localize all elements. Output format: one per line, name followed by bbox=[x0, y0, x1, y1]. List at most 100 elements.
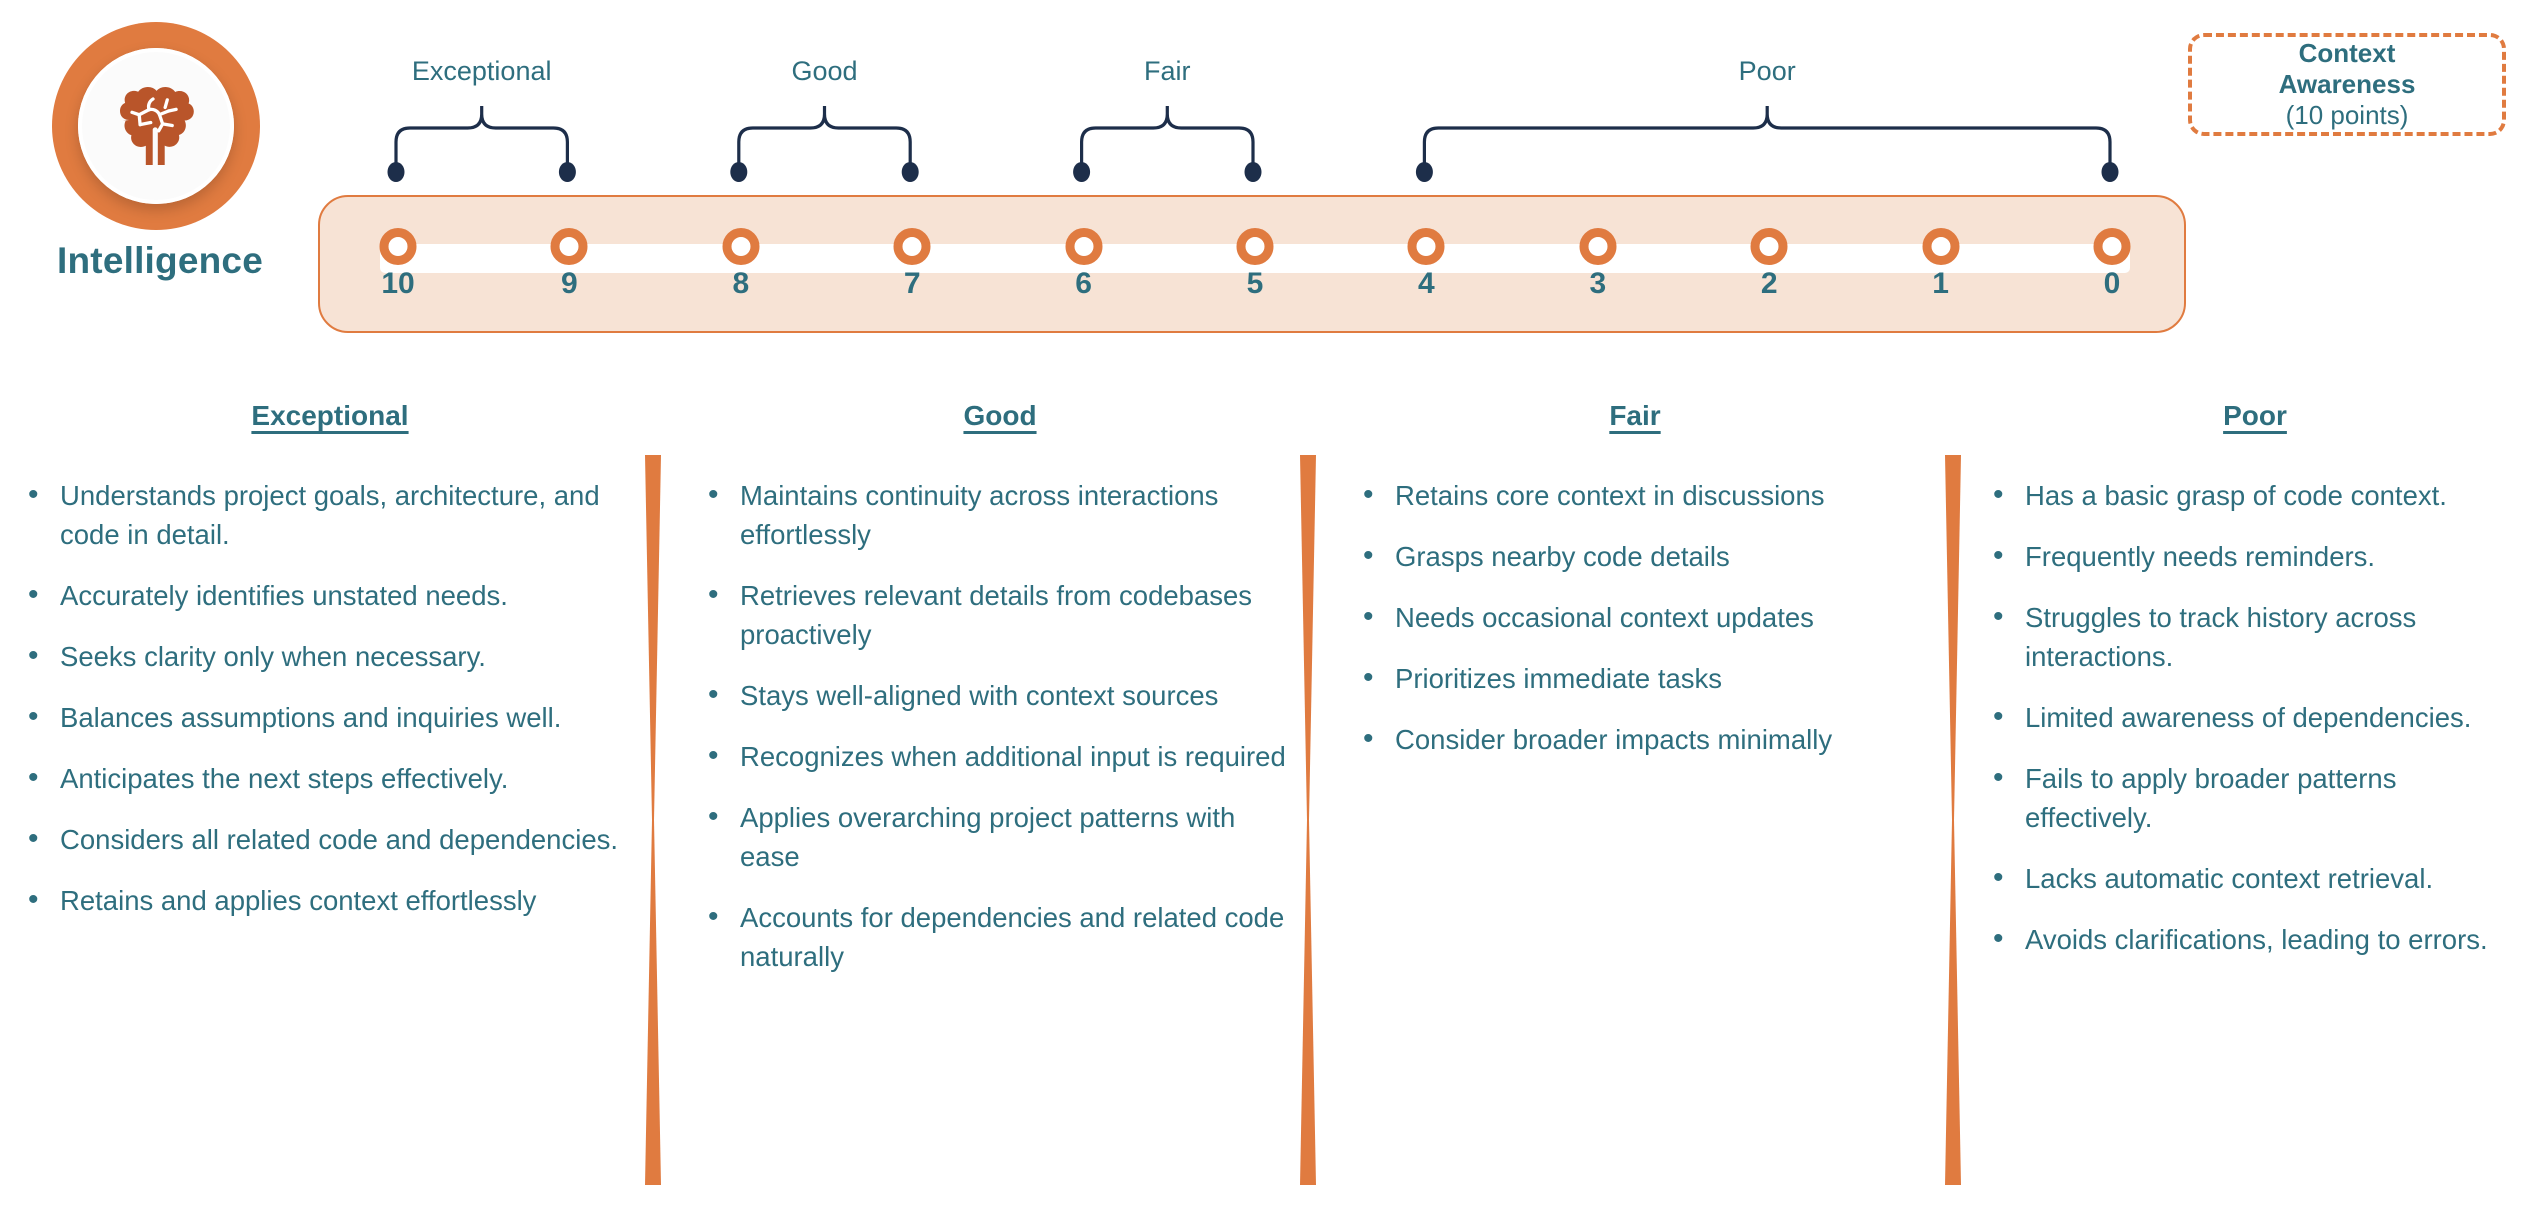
criteria-item: Retrieves relevant details from codebase… bbox=[700, 575, 1300, 654]
bracket-curve bbox=[1422, 113, 2112, 172]
criteria-item: Considers all related code and dependenc… bbox=[20, 819, 640, 859]
criteria-item: Retains core context in discussions bbox=[1355, 475, 1915, 515]
tick-label: 9 bbox=[561, 267, 578, 300]
column-fair: FairRetains core context in discussionsG… bbox=[1355, 400, 1915, 781]
brain-icon bbox=[108, 78, 204, 174]
badge-title-line2: Awareness bbox=[2278, 69, 2416, 100]
tick-circle-icon bbox=[550, 228, 588, 265]
bracket-endpoint-dot bbox=[558, 162, 576, 182]
criteria-item: Frequently needs reminders. bbox=[1985, 536, 2525, 576]
tick-label: 7 bbox=[903, 267, 921, 300]
tick-circle-icon bbox=[1579, 228, 1617, 265]
criteria-item: Balances assumptions and inquiries well. bbox=[20, 697, 640, 737]
criteria-list: Understands project goals, architecture,… bbox=[20, 475, 640, 920]
scale-tick-10[interactable]: 10 bbox=[379, 228, 417, 300]
column-exceptional: ExceptionalUnderstands project goals, ar… bbox=[20, 400, 640, 942]
badge-title-line1: Context bbox=[2298, 38, 2396, 69]
bracket-label-poor: Poor bbox=[1738, 56, 1796, 86]
scale-tick-0[interactable]: 0 bbox=[2093, 228, 2131, 300]
tick-label: 2 bbox=[1760, 267, 1778, 300]
column-poor: PoorHas a basic grasp of code context. Fr… bbox=[1985, 400, 2525, 981]
column-heading: Fair bbox=[1609, 400, 1661, 431]
scale-tick-5[interactable]: 5 bbox=[1236, 228, 1274, 300]
tick-circle-icon bbox=[2093, 228, 2131, 265]
tick-label: 1 bbox=[1932, 267, 1949, 300]
criteria-item: Anticipates the next steps effectively. bbox=[20, 758, 640, 798]
icon-ring bbox=[52, 22, 260, 230]
criteria-list: Has a basic grasp of code context. Freque… bbox=[1985, 475, 2525, 959]
tick-circle-icon bbox=[722, 228, 760, 265]
tick-label: 10 bbox=[381, 267, 415, 300]
bracket-endpoint-dot bbox=[901, 162, 919, 182]
criteria-item: Retains and applies context effortlessly bbox=[20, 880, 640, 920]
criteria-item: Accounts for dependencies and related co… bbox=[700, 897, 1300, 976]
column-divider bbox=[645, 455, 661, 1185]
bracket-label-good: Good bbox=[791, 56, 858, 86]
column-heading: Good bbox=[963, 400, 1037, 431]
criteria-item: Limited awareness of dependencies. bbox=[1985, 697, 2525, 737]
column-heading: Poor bbox=[2223, 400, 2287, 431]
tick-circle-icon bbox=[1236, 228, 1274, 265]
tick-circle-icon bbox=[1065, 228, 1103, 265]
criteria-item: Lacks automatic context retrieval. bbox=[1985, 858, 2525, 898]
tick-label: 6 bbox=[1075, 267, 1092, 300]
badge-points: (10 points) bbox=[2285, 99, 2409, 130]
identity-block: Intelligence bbox=[30, 22, 290, 332]
page-title: Intelligence bbox=[57, 240, 263, 281]
criteria-list: Maintains continuity across interactions… bbox=[700, 475, 1300, 976]
bracket-curve bbox=[737, 113, 912, 172]
tick-label: 5 bbox=[1246, 267, 1264, 300]
bracket-curve bbox=[394, 113, 569, 172]
criteria-item: Stays well-aligned with context sources bbox=[700, 675, 1300, 715]
column-divider bbox=[1945, 455, 1961, 1185]
criteria-item: Maintains continuity across interactions… bbox=[700, 475, 1300, 554]
criteria-item: Applies overarching project patterns wit… bbox=[700, 797, 1300, 876]
criteria-item: Fails to apply broader patterns effectiv… bbox=[1985, 758, 2525, 837]
criteria-item: Struggles to track history across intera… bbox=[1985, 597, 2525, 676]
column-heading: Exceptional bbox=[251, 400, 409, 431]
scale-tick-3[interactable]: 3 bbox=[1579, 228, 1617, 300]
tick-circle-icon bbox=[1750, 228, 1788, 265]
bracket-label-exceptional: Exceptional bbox=[411, 56, 552, 86]
criteria-item: Accurately identifies unstated needs. bbox=[20, 575, 640, 615]
scale-tick-8[interactable]: 8 bbox=[722, 228, 760, 300]
scale-tick-7[interactable]: 7 bbox=[893, 228, 931, 300]
scale-tick-1[interactable]: 1 bbox=[1922, 228, 1960, 300]
criteria-item: Seeks clarity only when necessary. bbox=[20, 636, 640, 676]
scale-tick-4[interactable]: 4 bbox=[1407, 228, 1445, 300]
icon-disc bbox=[78, 48, 234, 204]
bracket-curve bbox=[1080, 113, 1255, 172]
rubric-columns: ExceptionalUnderstands project goals, ar… bbox=[0, 400, 2534, 1220]
criteria-item: Has a basic grasp of code context. bbox=[1985, 475, 2525, 515]
tick-circle-icon bbox=[379, 228, 417, 265]
bracket-endpoint-dot bbox=[387, 162, 405, 182]
column-good: GoodMaintains continuity across interact… bbox=[700, 400, 1300, 998]
bracket-endpoint-dot bbox=[730, 162, 748, 182]
tick-label: 8 bbox=[732, 267, 750, 300]
column-divider bbox=[1300, 455, 1316, 1185]
tick-label: 0 bbox=[2103, 267, 2121, 300]
scale-tick-9[interactable]: 9 bbox=[550, 228, 588, 300]
bracket-label-fair: Fair bbox=[1144, 56, 1191, 86]
scale-tick-6[interactable]: 6 bbox=[1065, 228, 1103, 300]
tick-circle-icon bbox=[893, 228, 931, 265]
criteria-item: Needs occasional context updates bbox=[1355, 597, 1915, 637]
criteria-item: Prioritizes immediate tasks bbox=[1355, 658, 1915, 698]
group-brackets bbox=[387, 106, 2119, 182]
bracket-endpoint-dot bbox=[2101, 162, 2119, 182]
tick-label: 4 bbox=[1418, 267, 1435, 300]
scale-tick-2[interactable]: 2 bbox=[1750, 228, 1788, 300]
tick-circle-icon bbox=[1407, 228, 1445, 265]
tick-label: 3 bbox=[1589, 267, 1607, 300]
criteria-item: Consider broader impacts minimally bbox=[1355, 719, 1915, 759]
bracket-endpoint-dot bbox=[1244, 162, 1262, 182]
criteria-item: Understands project goals, architecture,… bbox=[20, 475, 640, 554]
criteria-item: Avoids clarifications, leading to errors… bbox=[1985, 919, 2525, 959]
criteria-list: Retains core context in discussionsGrasp… bbox=[1355, 475, 1915, 759]
tick-circle-icon bbox=[1922, 228, 1960, 265]
bracket-endpoint-dot bbox=[1415, 162, 1433, 182]
context-awareness-badge: Context Awareness (10 points) bbox=[2188, 33, 2506, 136]
criteria-item: Recognizes when additional input is requ… bbox=[700, 736, 1300, 776]
